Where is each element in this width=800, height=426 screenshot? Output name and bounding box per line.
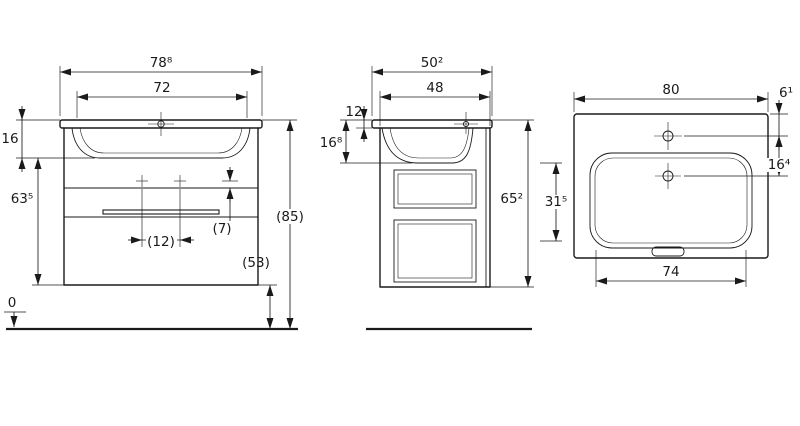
dim-side-basin-depth: 16⁸ (320, 120, 412, 164)
dim-label-handle-gap: (7) (212, 221, 231, 237)
dim-label-side-unit-height: 65² (500, 191, 523, 207)
dim-top-tap-offset: 6¹ (684, 85, 793, 150)
dim-side-inner-height: 31⁵ (540, 162, 572, 242)
dim-label-front-clearance-height: (53) (242, 255, 270, 271)
dim-label-top-width: 80 (662, 82, 679, 98)
dim-front-handle-spacing: (12) (128, 189, 194, 250)
dim-front-total-height: (85) (262, 119, 309, 329)
side-cabinet-outline (379, 127, 491, 288)
front-bowl-inner-hidden-line (79, 127, 243, 154)
top-front-slot-detail (651, 246, 685, 257)
dim-label-handle-spacing: (12) (147, 234, 175, 250)
dim-side-cabinet-depth: 48 (379, 80, 491, 126)
side-basin-slab (371, 119, 493, 129)
dim-label-front-total-height: (85) (276, 209, 304, 225)
top-basin-outline (573, 113, 769, 259)
side-view: 50² 48 12 16⁸ 65² (320, 55, 572, 331)
dim-label-side-cabinet-depth: 48 (426, 80, 443, 96)
side-bowl-inner-profile (389, 127, 470, 159)
dim-front-clearance-height: (53) (242, 255, 277, 329)
front-object-lines (6, 112, 298, 331)
dim-top-width: 80 (573, 82, 769, 112)
front-handle-screw-marks (136, 175, 186, 187)
dim-front-handle-gap: (7) (212, 167, 238, 237)
dim-label-floor-zero: 0 (8, 295, 17, 311)
dim-label-side-inner-height: 31⁵ (545, 194, 568, 210)
side-object-lines (366, 112, 532, 331)
side-tap-hole-mark (454, 112, 478, 134)
top-overflow-hole (655, 163, 681, 189)
front-tap-hole-mark (148, 112, 174, 136)
dim-side-unit-height: 65² (490, 119, 534, 288)
dim-front-total-width: 78⁸ (59, 55, 263, 116)
dim-top-bowl-width: 74 (595, 250, 747, 287)
front-cabinet-outline (63, 127, 259, 286)
dim-label-top-overflow-offset: 16⁴ (768, 157, 791, 173)
side-lower-drawer-box (393, 219, 477, 283)
dim-label-top-tap-offset: 6¹ (779, 85, 793, 101)
front-bowl-outer-hidden-line (71, 127, 251, 159)
dim-front-basin-height: 16 (1, 106, 95, 172)
dim-label-front-total-width: 78⁸ (150, 55, 173, 71)
dim-label-front-cabinet-height: 63⁵ (11, 191, 34, 207)
side-upper-drawer-box (393, 169, 477, 209)
front-view: 78⁸ 72 16 63⁵ 0 (1, 55, 309, 331)
dim-top-overflow-offset: 16⁴ (684, 136, 795, 177)
front-handle-bar (102, 209, 220, 215)
top-object-lines (573, 113, 769, 259)
dim-front-inner-width: 72 (76, 80, 248, 118)
dim-label-side-basin-depth: 16⁸ (320, 135, 343, 151)
dim-label-top-bowl-width: 74 (662, 264, 679, 280)
top-tap-hole (654, 122, 682, 150)
dim-label-side-rim-thickness: 12 (345, 104, 362, 120)
side-bowl-outer-profile (381, 127, 474, 164)
dim-side-rim-thickness: 12 (340, 104, 372, 142)
top-bowl-outer (589, 152, 753, 249)
dim-label-side-total-depth: 50² (421, 55, 444, 71)
dim-front-cabinet-height: 63⁵ (11, 158, 64, 286)
dim-front-floor-reference: 0 (4, 295, 26, 327)
dim-label-front-inner-width: 72 (153, 80, 170, 96)
top-view: 80 74 6¹ 16⁴ (573, 82, 795, 287)
dim-side-total-depth: 50² (371, 55, 493, 116)
dim-label-front-basin-height: 16 (1, 131, 18, 147)
top-bowl-inner (594, 157, 748, 244)
